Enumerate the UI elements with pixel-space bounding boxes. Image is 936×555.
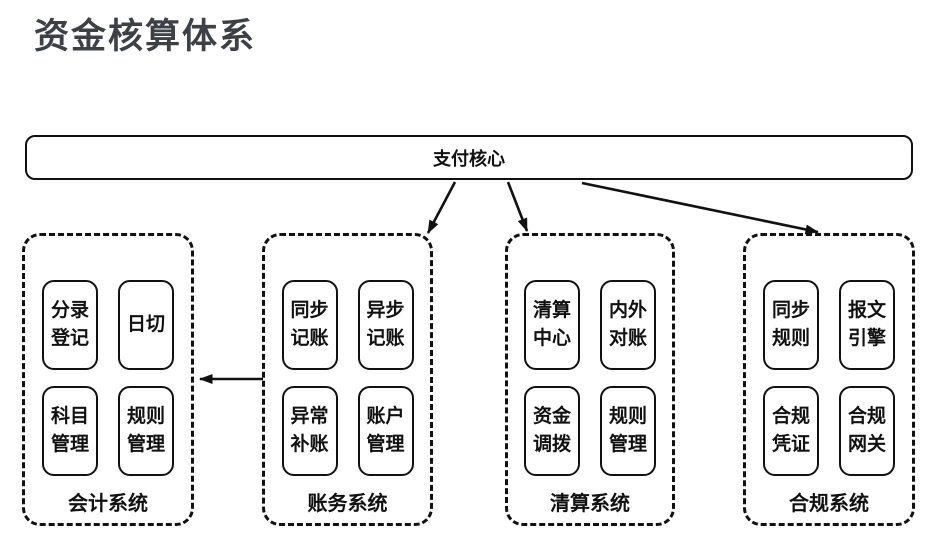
module-clearing-center: 清算中心 (524, 280, 580, 370)
module-exception-repair: 异常补账 (281, 386, 338, 476)
system-accounting: 分录登记 日切 科目管理 规则管理 会计系统 (22, 233, 194, 526)
module-rule-management-clearing: 规则管理 (600, 386, 656, 476)
node-payment-core: 支付核心 (25, 135, 913, 180)
module-day-cutoff: 日切 (118, 280, 174, 370)
module-compliance-gateway: 合规网关 (839, 386, 895, 476)
module-grid: 清算中心 内外对账 资金调拨 规则管理 (524, 280, 656, 476)
module-compliance-voucher: 合规凭证 (763, 386, 819, 476)
module-fund-transfer: 资金调拨 (524, 386, 580, 476)
module-grid: 分录登记 日切 科目管理 规则管理 (42, 280, 174, 476)
system-ledger-label: 账务系统 (307, 493, 388, 515)
system-compliance-label: 合规系统 (789, 493, 869, 515)
module-sync-rules: 同步规则 (763, 280, 819, 370)
page-title: 资金核算体系 (34, 17, 257, 56)
system-clearing-label: 清算系统 (550, 493, 630, 515)
edge-core-to-compliance (581, 181, 819, 235)
module-account-management: 账户管理 (357, 386, 414, 476)
system-compliance: 同步规则 报文引擎 合规凭证 合规网关 合规系统 (743, 233, 915, 526)
module-entry-registration: 分录登记 (42, 280, 98, 370)
module-message-engine: 报文引擎 (839, 280, 895, 370)
module-reconciliation: 内外对账 (600, 280, 656, 370)
module-rule-management: 规则管理 (118, 386, 174, 476)
edge-core-to-ledger (426, 181, 457, 234)
edge-core-to-clearing (506, 181, 529, 232)
module-grid: 同步记账 异步记账 异常补账 账户管理 (281, 280, 414, 476)
module-sync-bookkeeping: 同步记账 (281, 280, 338, 370)
module-async-bookkeeping: 异步记账 (357, 280, 414, 370)
system-ledger: 同步记账 异步记账 异常补账 账户管理 账务系统 (262, 233, 433, 526)
system-clearing: 清算中心 内外对账 资金调拨 规则管理 清算系统 (505, 233, 675, 526)
module-grid: 同步规则 报文引擎 合规凭证 合规网关 (763, 280, 895, 476)
system-accounting-label: 会计系统 (68, 493, 148, 515)
module-subject-management: 科目管理 (42, 386, 98, 476)
node-payment-core-label: 支付核心 (433, 148, 505, 169)
